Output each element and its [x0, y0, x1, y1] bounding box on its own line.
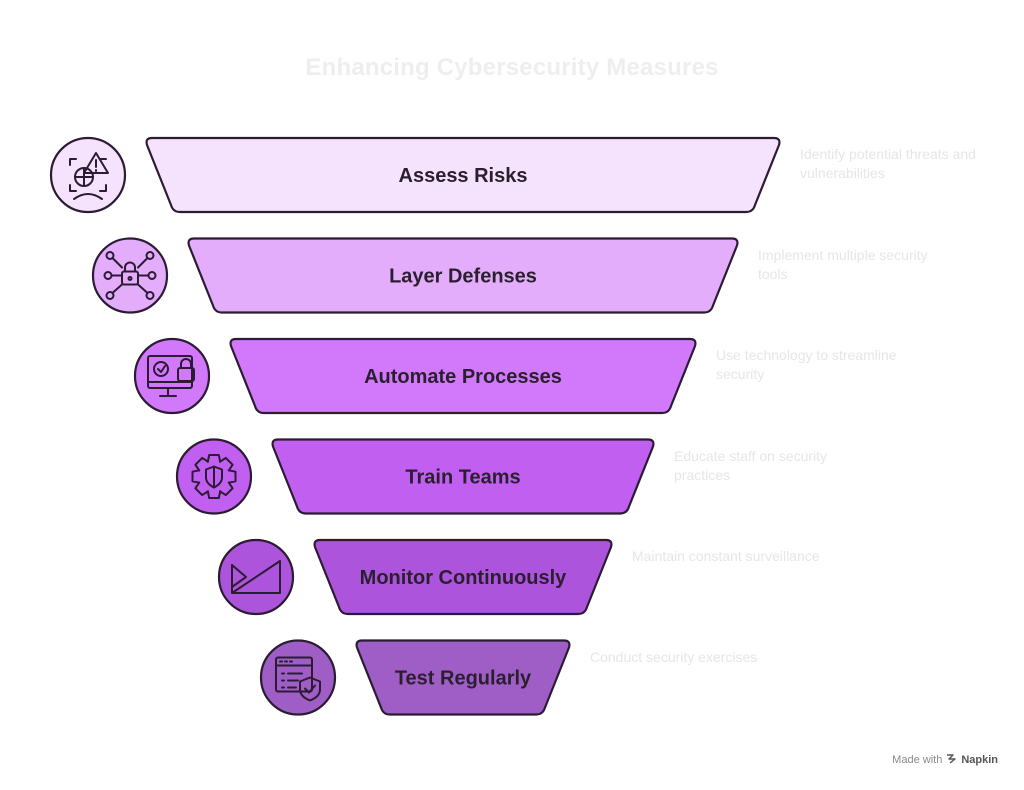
- funnel-layer-shape: [313, 538, 613, 616]
- surveillance-icon: [231, 560, 281, 594]
- network-lock-icon: [103, 251, 157, 300]
- icon-circle: [133, 337, 211, 415]
- stage-description: Maintain constant surveillance: [632, 548, 820, 564]
- funnel-layer-shape: [145, 136, 781, 214]
- icon-circle: [49, 136, 127, 214]
- funnel-layer: Assess Risks: [49, 136, 781, 214]
- monitor-lock-icon: [147, 355, 195, 397]
- icon-circle: [91, 237, 169, 314]
- funnel-layer: Automate Processes: [133, 337, 697, 415]
- funnel-layer-label: Layer Defenses: [389, 266, 537, 288]
- footer-attribution: Made with Napkin: [892, 753, 998, 767]
- risk-assessment-icon: [69, 152, 109, 200]
- funnel-layer-label: Train Teams: [405, 467, 520, 489]
- funnel-layer: Train Teams: [175, 438, 655, 515]
- diagram-title: Enhancing Cybersecurity Measures: [305, 54, 719, 81]
- stage-description: Identify potential threats and vulnerabi…: [800, 146, 976, 181]
- funnel-layer-label: Assess Risks: [399, 165, 528, 187]
- napkin-logo-icon: [946, 753, 957, 767]
- funnel-layer-label: Monitor Continuously: [360, 567, 568, 589]
- funnel-layer: Test Regularly: [259, 639, 571, 716]
- footer-brand: Napkin: [961, 754, 998, 766]
- stage-description: Implement multiple security tools: [758, 246, 928, 282]
- funnel-layer: Layer Defenses: [91, 237, 739, 314]
- stage-description: Educate staff on security practices: [674, 447, 828, 483]
- gear-shield-icon: [191, 454, 237, 499]
- test-checklist-icon: [275, 656, 321, 702]
- funnel-layer: Monitor Continuously: [217, 538, 613, 616]
- stage-description: Conduct security exercises: [590, 648, 758, 665]
- funnel-layer-label: Test Regularly: [395, 668, 532, 690]
- funnel-layer-shape: [271, 438, 655, 515]
- funnel-layer-shape: [229, 337, 697, 415]
- funnel-layer-shape: [355, 639, 571, 716]
- icon-circle: [259, 639, 337, 716]
- funnel-layer-label: Automate Processes: [364, 366, 562, 388]
- footer-made-with: Made with: [892, 754, 943, 766]
- stage-description: Use technology to streamline security: [716, 347, 897, 382]
- funnel-layer-shape: [187, 237, 739, 314]
